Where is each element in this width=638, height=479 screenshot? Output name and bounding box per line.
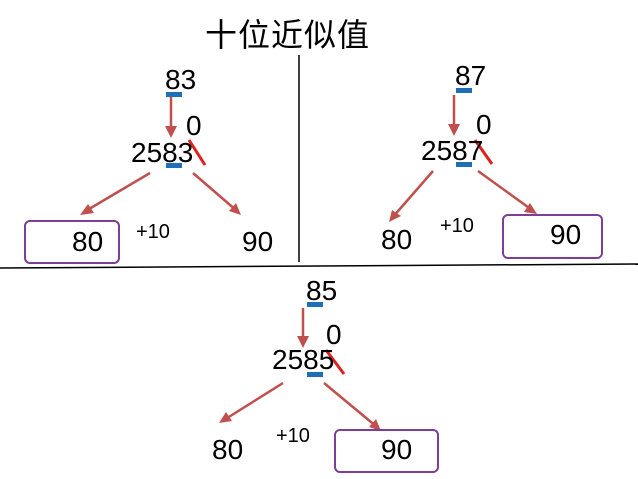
underline-tens [307, 372, 323, 377]
arrowhead-down-2 [448, 124, 460, 136]
arrowhead-left-1 [80, 204, 94, 215]
underline-top [456, 88, 472, 93]
tens-digit-top: 87 [455, 60, 487, 91]
plus-ten-label: +10 [136, 221, 170, 243]
lower-value: 80 [212, 434, 244, 465]
replace-zero: 0 [186, 110, 202, 141]
arrowhead-down-1 [165, 126, 177, 138]
underline-tens [456, 162, 472, 167]
underline-top [166, 92, 182, 97]
page-title: 十位近似值 [205, 17, 371, 53]
arrowhead-right-2 [524, 203, 537, 214]
upper-value: 90 [550, 219, 582, 250]
plus-ten-label: +10 [276, 425, 310, 447]
tens-digit-top: 85 [306, 275, 338, 306]
slash-2 [473, 139, 494, 165]
arrow-right-2 [477, 169, 533, 212]
arrowhead-left-3 [219, 412, 232, 423]
chosen-box [24, 220, 120, 264]
lower-value: 80 [381, 224, 413, 255]
horizontal-divider [0, 263, 638, 269]
slash-3 [324, 349, 346, 375]
arrowhead-left-2 [389, 210, 401, 222]
tens-digit-top: 83 [165, 64, 197, 95]
arrowhead-right-1 [229, 203, 241, 215]
full-number: 2587 [421, 135, 484, 166]
chosen-box [502, 214, 603, 259]
upper-value: 90 [381, 434, 413, 465]
lower-value: 80 [72, 226, 104, 257]
full-number: 2585 [272, 344, 335, 375]
chosen-box [334, 429, 439, 473]
replace-zero: 0 [326, 319, 342, 350]
full-number: 2583 [131, 137, 194, 168]
underline-tens [166, 163, 182, 168]
arrowhead-down-3 [297, 336, 309, 348]
arrow-right-3 [323, 382, 378, 428]
arrowhead-right-3 [369, 419, 381, 431]
arrow-left-3 [223, 381, 284, 422]
plus-ten-label: +10 [440, 215, 474, 237]
underline-top [307, 302, 323, 307]
arrow-right-1 [192, 172, 238, 212]
slash-1 [187, 139, 207, 166]
upper-value: 90 [242, 226, 274, 257]
arrow-left-2 [391, 170, 434, 219]
arrow-left-1 [83, 171, 151, 214]
replace-zero: 0 [476, 109, 492, 140]
